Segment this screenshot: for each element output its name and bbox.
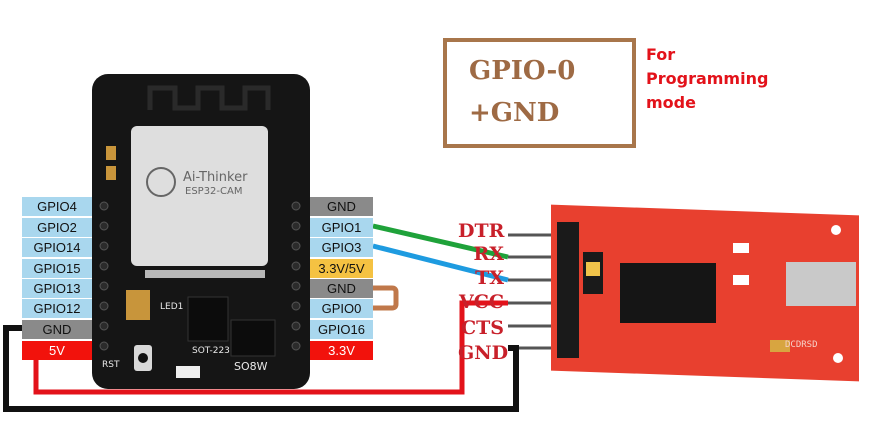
so8w-chip	[230, 319, 276, 357]
sot223-label: SOT-223	[192, 346, 230, 356]
smd-part-2	[106, 166, 116, 180]
smd-white-2	[733, 275, 749, 285]
left-pin-gpio15: GPIO15	[22, 259, 92, 278]
right-header-holes	[291, 201, 301, 351]
right-pin-gpio16: GPIO16	[310, 320, 373, 339]
note-side-mode: mode	[646, 93, 696, 112]
right-pin-gnd-top: GND	[310, 197, 373, 216]
rst-label: RST	[102, 360, 120, 370]
right-pin-gpio3: GPIO3	[310, 238, 373, 257]
note-side-for: For	[646, 45, 676, 64]
so8w-label: SO8W	[234, 360, 268, 373]
mini-usb-connector	[786, 262, 856, 306]
mount-hole-bottom	[833, 353, 843, 363]
wire-5v-vcc	[33, 300, 508, 395]
right-pin-gpio0: GPIO0	[310, 299, 373, 318]
ftdi-pin-dtr: DTR	[458, 220, 505, 242]
jumper-cap	[586, 262, 600, 276]
antenna-trace	[147, 85, 271, 111]
reset-button-cap	[138, 353, 148, 363]
left-pin-gpio4: GPIO4	[22, 197, 92, 216]
brand-label: Ai-Thinker	[183, 170, 248, 185]
esp32-module-shield	[131, 126, 268, 266]
module-pins	[145, 270, 265, 278]
sd-connector	[176, 366, 200, 378]
left-pin-gpio14: GPIO14	[22, 238, 92, 257]
left-pin-gpio12: GPIO12	[22, 299, 92, 318]
ai-logo-circle	[146, 167, 176, 197]
left-pin-gpio2: GPIO2	[22, 218, 92, 237]
programming-note-box: GPIO-0 +GND	[443, 38, 636, 148]
smd-gold	[770, 340, 790, 352]
ftdi-header-block	[557, 222, 579, 358]
ft232-chip	[620, 263, 716, 323]
capacitor-component	[126, 290, 150, 320]
left-header-holes	[99, 201, 109, 351]
right-pin-gpio1: GPIO1	[310, 218, 373, 237]
ftdi-pin-rx: RX	[473, 243, 504, 265]
right-pin-3v3: 3.3V	[310, 341, 373, 360]
ftdi-pin-vcc: VCC	[459, 291, 504, 313]
smd-part-1	[106, 146, 116, 160]
ftdi-silk-label: DCDRSD	[785, 340, 818, 350]
ftdi-pin-gnd: GND	[458, 342, 509, 364]
wire-gpio3-tx	[372, 243, 509, 283]
left-pin-5v: 5V	[22, 341, 92, 360]
led-label: LED1	[160, 302, 184, 312]
model-label: ESP32-CAM	[185, 186, 243, 197]
note-side-programming: Programming	[646, 69, 769, 88]
ftdi-pin-cts: CTS	[461, 317, 504, 339]
right-pin-vcc-select: 3.3V/5V	[310, 259, 373, 278]
right-pin-gnd: GND	[310, 279, 373, 298]
mount-hole-top	[831, 225, 841, 235]
wire-gpio1-rx	[372, 223, 509, 260]
smd-white-1	[733, 243, 749, 253]
ftdi-pin-tx: TX	[475, 267, 504, 289]
wire-gnd-gnd	[3, 325, 519, 412]
note-line-gnd: +GND	[469, 98, 560, 128]
left-pin-gnd: GND	[22, 320, 92, 339]
wire-gpio0-gnd	[373, 285, 399, 311]
left-pin-gpio13: GPIO13	[22, 279, 92, 298]
note-line-gpio0: GPIO-0	[469, 56, 576, 86]
sot223-chip	[187, 296, 229, 342]
